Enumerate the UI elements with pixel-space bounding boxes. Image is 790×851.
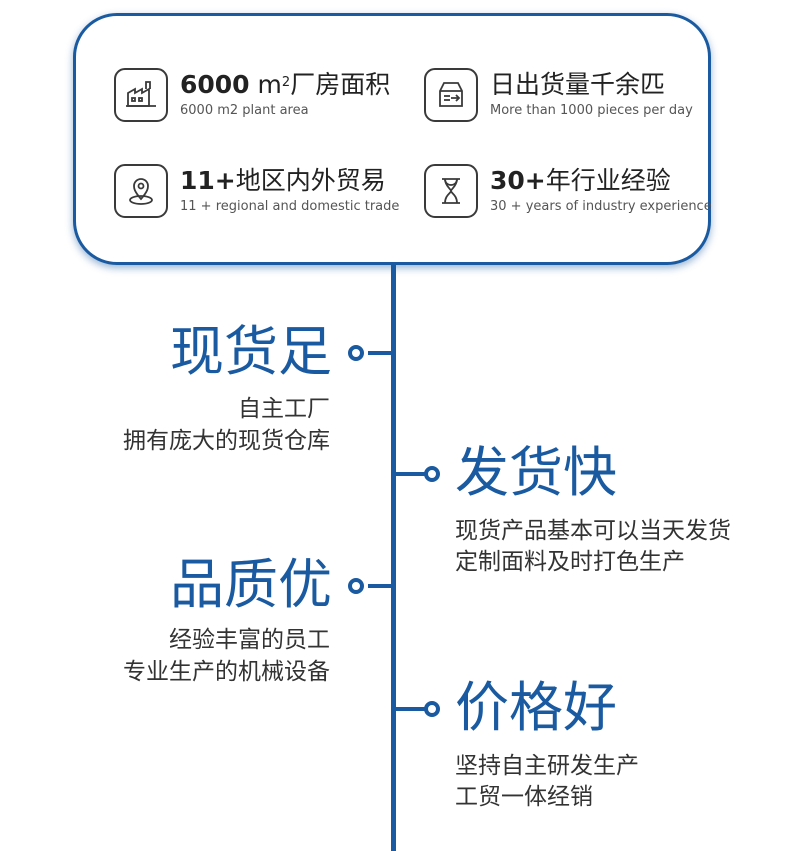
timeline-branch <box>395 472 425 476</box>
stat-experience: 30+年行业经验 30 + years of industry experien… <box>424 164 712 218</box>
feature-desc-line: 现货产品基本可以当天发货 <box>455 518 731 544</box>
feature-desc-line: 工贸一体经销 <box>455 784 593 810</box>
stat-unit-sup: 2 <box>281 75 291 90</box>
stat-label: 日出货量千余匹 <box>490 70 666 99</box>
feature-title: 品质优 <box>170 553 332 616</box>
feature-desc-line: 坚持自主研发生产 <box>455 753 639 779</box>
stats-card: 6000 m2厂房面积 6000 m2 plant area 日出货量千余匹 M… <box>73 13 712 265</box>
stat-label: 年行业经验 <box>545 166 671 195</box>
factory-icon <box>114 68 168 122</box>
feature-desc-line: 经验丰富的员工 <box>169 627 330 653</box>
stat-number: 6000 <box>180 70 250 99</box>
feature-title: 现货足 <box>170 320 332 383</box>
timeline-branch <box>368 351 392 355</box>
stat-daily-output: 日出货量千余匹 More than 1000 pieces per day <box>424 68 693 122</box>
feature-title: 价格好 <box>455 676 617 739</box>
stat-subtitle: 11 + regional and domestic trade <box>180 199 400 214</box>
stat-subtitle: More than 1000 pieces per day <box>490 103 693 118</box>
feature-desc-line: 拥有庞大的现货仓库 <box>123 428 330 454</box>
timeline-branch <box>395 707 425 711</box>
feature-desc-line: 定制面料及时打色生产 <box>455 549 685 575</box>
stat-trade-regions: 11+地区内外贸易 11 + regional and domestic tra… <box>114 164 399 218</box>
timeline-dot <box>348 345 364 361</box>
timeline-branch <box>368 584 392 588</box>
feature-desc-line: 自主工厂 <box>238 396 330 422</box>
stat-plant-area: 6000 m2厂房面积 6000 m2 plant area <box>114 68 390 122</box>
stat-unit: m <box>257 70 282 99</box>
feature-title: 发货快 <box>455 441 617 504</box>
location-pin-icon <box>114 164 168 218</box>
stat-label: 厂房面积 <box>290 70 391 99</box>
timeline-dot <box>424 701 440 717</box>
stat-subtitle: 30 + years of industry experience <box>490 199 712 214</box>
stat-subtitle: 6000 m2 plant area <box>180 103 309 118</box>
hourglass-icon <box>424 164 478 218</box>
stat-label: 地区内外贸易 <box>235 166 386 195</box>
delivery-box-icon <box>424 68 478 122</box>
timeline-dot <box>348 578 364 594</box>
stat-number: 30+ <box>490 166 546 195</box>
stat-number: 11+ <box>180 166 236 195</box>
feature-desc-line: 专业生产的机械设备 <box>123 659 330 685</box>
timeline-dot <box>424 466 440 482</box>
timeline-line <box>391 265 396 851</box>
